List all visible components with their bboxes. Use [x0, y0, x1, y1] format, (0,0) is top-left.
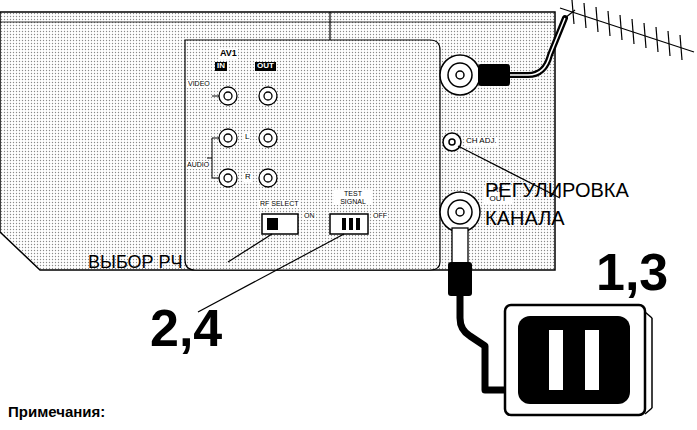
connector-panel: [185, 40, 440, 270]
panel-label: OUT: [255, 62, 276, 71]
rf-select-switch: [262, 214, 298, 234]
antenna-plug: [478, 64, 510, 86]
panel-label: OFF: [372, 212, 388, 220]
test-signal-switch: [330, 214, 368, 234]
note-heading: Примечания:: [8, 404, 105, 421]
antenna-cable: [510, 18, 565, 75]
panel-label: AV1: [219, 49, 238, 59]
panel-label: AUDIO: [186, 161, 210, 169]
panel-label: CH ADJ.: [465, 137, 498, 146]
vcr-body: [0, 12, 555, 270]
tv-cable: [460, 296, 510, 390]
av-jacks: [219, 87, 277, 187]
rf-out-plug: [448, 262, 472, 296]
callout-label: РЕГУЛИРОВКА КАНАЛА: [485, 176, 691, 232]
panel-label: TEST SIGNAL: [334, 190, 372, 205]
panel-label: ON: [303, 212, 316, 220]
callout-number: 2,4: [150, 300, 222, 357]
panel-label: L: [244, 133, 250, 142]
tv-set: [505, 305, 652, 415]
panel-label: R: [244, 173, 252, 182]
callout-number: 1,3: [596, 244, 668, 301]
panel-label: RF SELECT: [259, 200, 300, 208]
panel-label: IN: [215, 62, 227, 71]
panel-label: VIDEO: [187, 80, 211, 88]
leader-line: [228, 234, 272, 262]
antenna: [560, 0, 694, 60]
callout-label: ВЫБОР РЧ: [88, 253, 183, 273]
